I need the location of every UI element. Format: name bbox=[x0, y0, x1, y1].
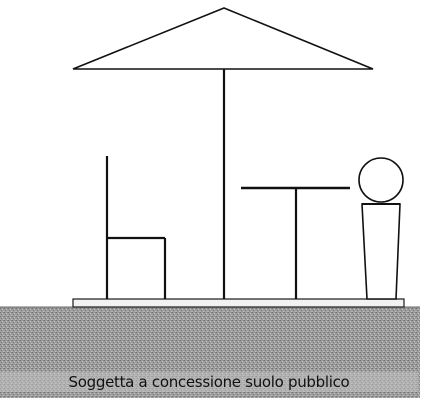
table bbox=[241, 186, 350, 299]
chair bbox=[105, 156, 167, 299]
planter bbox=[358, 157, 404, 300]
umbrella bbox=[72, 7, 374, 299]
caption: Soggetta a concessione suolo pubblico bbox=[0, 372, 418, 392]
platform bbox=[72, 298, 405, 308]
